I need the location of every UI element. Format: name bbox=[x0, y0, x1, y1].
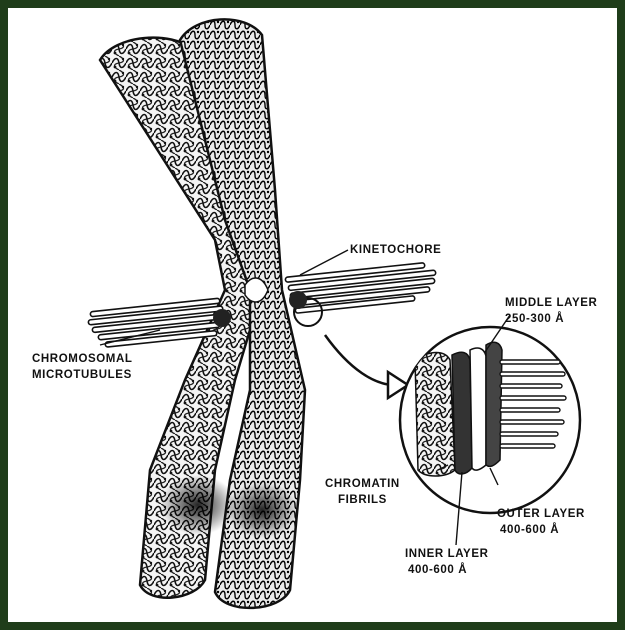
label-middle-layer-size: 250-300 Å bbox=[505, 312, 564, 325]
inset-chromatin bbox=[415, 353, 455, 477]
label-middle-layer: MIDDLE LAYER bbox=[505, 297, 597, 309]
inset-inner-layer bbox=[452, 352, 472, 474]
label-chromatin-line1: CHROMATIN bbox=[325, 478, 400, 490]
kinetochore-left bbox=[213, 309, 231, 327]
label-outer-layer: OUTER LAYER bbox=[497, 508, 585, 520]
stipple-region-left bbox=[160, 475, 236, 535]
label-microtubules-line1: CHROMOSOMAL bbox=[32, 353, 133, 365]
label-outer-layer-size: 400-600 Å bbox=[500, 523, 559, 536]
label-kinetochore: KINETOCHORE bbox=[350, 244, 441, 256]
kinetochore-right bbox=[289, 291, 307, 309]
label-inner-layer: INNER LAYER bbox=[405, 548, 489, 560]
inset-middle-layer bbox=[470, 348, 486, 470]
stipple-region-right bbox=[226, 482, 298, 538]
magnified-inset bbox=[400, 327, 580, 513]
label-inner-layer-size: 400-600 Å bbox=[408, 563, 467, 576]
label-chromatin-line2: FIBRILS bbox=[338, 494, 387, 506]
magnify-arrow bbox=[325, 335, 408, 398]
label-microtubules-line2: MICROTUBULES bbox=[32, 369, 132, 381]
